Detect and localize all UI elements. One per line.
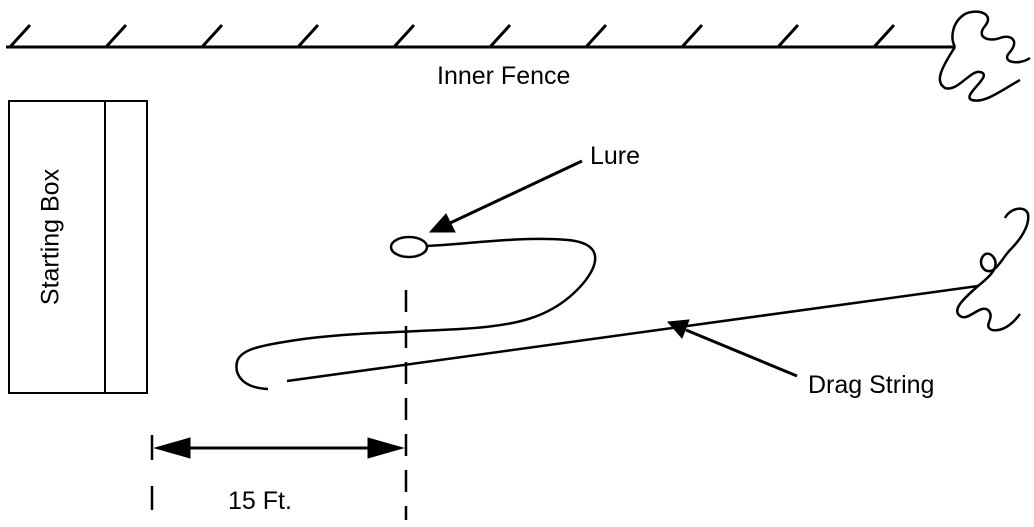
fence-hatch: [680, 23, 704, 49]
fence-hatch: [200, 23, 224, 49]
lure-label: Lure: [590, 142, 641, 170]
starting-box-label: Starting Box: [36, 168, 65, 306]
drag-string-squiggle: [955, 207, 1030, 332]
lure-shape: [389, 235, 429, 259]
drag-string-pointer-arrow: [666, 319, 798, 378]
fence-hatch: [776, 23, 800, 49]
distance-label: 15 Ft.: [228, 487, 292, 515]
fence-hatch: [392, 23, 416, 49]
drag-string-line: [286, 284, 979, 383]
fence-break-squiggle: [938, 10, 1031, 102]
distance-dimension-arrow: [153, 437, 405, 459]
lure-pointer-arrow: [428, 159, 583, 233]
drag-string: [286, 207, 1030, 383]
fence-hatch: [872, 23, 896, 49]
fence-hatch: [8, 23, 32, 49]
lure-string-loop: [235, 237, 597, 391]
inner-fence: [6, 10, 1031, 102]
drag-string-label: Drag String: [808, 371, 935, 399]
fence-hatch: [296, 23, 320, 49]
starting-box-outline: [8, 100, 148, 394]
fence-hatch: [488, 23, 512, 49]
fence-hatch: [584, 23, 608, 49]
fence-hatch: [104, 23, 128, 49]
inner-fence-label: Inner Fence: [437, 62, 571, 90]
starting-box: [8, 100, 148, 394]
